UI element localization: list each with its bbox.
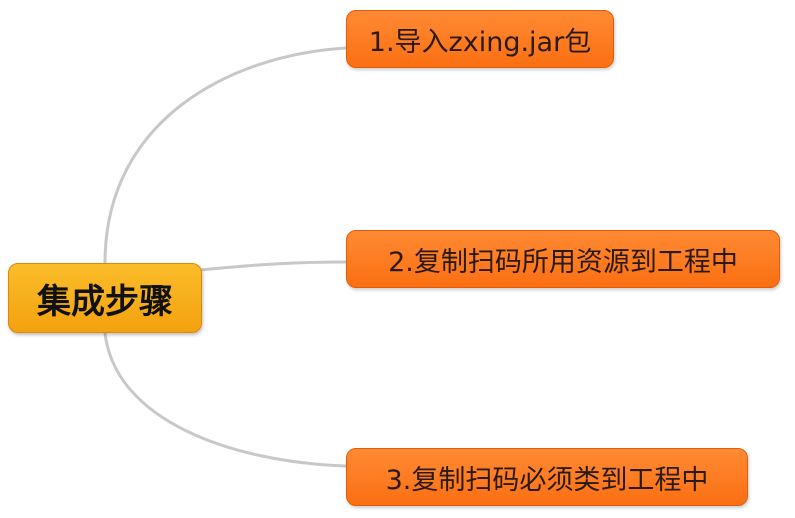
step-node-3[interactable]: 3.复制扫码必须类到工程中 [346, 448, 748, 506]
root-label: 集成步骤 [37, 281, 173, 322]
step-label: 3.复制扫码必须类到工程中 [385, 464, 709, 496]
step-node-1[interactable]: 1.导入zxing.jar包 [346, 10, 614, 68]
link-step-2 [199, 260, 347, 272]
link-step-3 [103, 332, 347, 468]
step-label: 2.复制扫码所用资源到工程中 [388, 246, 738, 278]
step-label: 1.导入zxing.jar包 [368, 26, 592, 58]
step-node-2[interactable]: 2.复制扫码所用资源到工程中 [346, 230, 780, 288]
root-node[interactable]: 集成步骤 [8, 263, 202, 333]
link-step-1 [103, 46, 347, 264]
